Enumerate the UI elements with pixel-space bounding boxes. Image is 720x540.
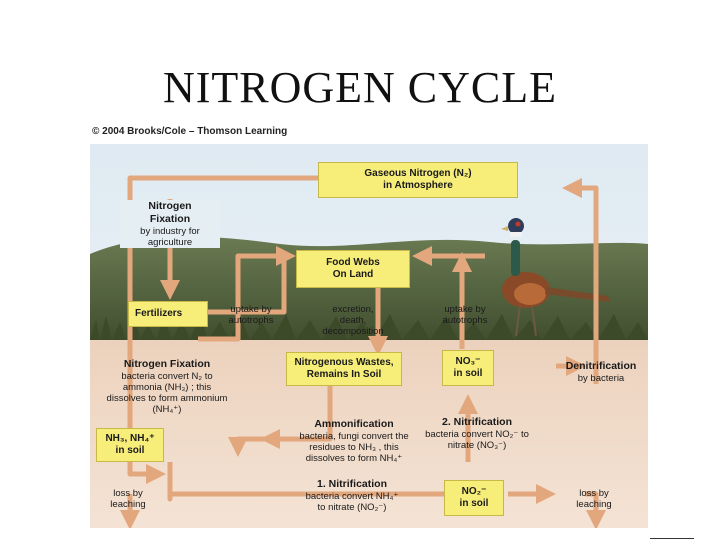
label-text: agriculture — [147, 237, 193, 248]
label-heading: 1. Nitrification — [316, 478, 387, 490]
box-text: Gaseous Nitrogen (N₂) — [364, 168, 472, 179]
label-bacterial-fixation: Nitrogen Fixation bacteria convert N₂ to… — [94, 358, 240, 415]
label-heading: Ammonification — [314, 418, 394, 430]
box-atmospheric-nitrogen: Gaseous Nitrogen (N₂) in Atmosphere — [318, 162, 518, 198]
box-food-webs: Food Webs On Land — [296, 250, 410, 288]
box-text: NO₃⁻ — [455, 356, 481, 367]
label-uptake-left: uptake by autotrophs — [218, 304, 284, 326]
label-excretion-death-decomposition: excretion, death, decomposition — [308, 304, 398, 337]
label-text: dissolves to form ammonium — [106, 393, 228, 404]
pheasant-illustration — [501, 218, 610, 337]
box-ammonia-in-soil: NH₃, NH₄⁺ in soil — [96, 428, 164, 462]
label-text: loss by — [579, 488, 609, 499]
box-text: On Land — [332, 269, 374, 280]
label-heading: Nitrogen Fixation — [123, 358, 211, 370]
label-text: bacteria convert NH₄⁺ — [305, 491, 399, 502]
label-text: to nitrate (NO₂⁻) — [317, 502, 387, 513]
label-text: death, — [339, 315, 367, 326]
label-text: bacteria convert NO₂⁻ to — [425, 429, 529, 440]
label-ammonification: Ammonification bacteria, fungi convert t… — [292, 418, 416, 464]
box-text: NO₂⁻ — [461, 486, 487, 497]
grass-blades — [90, 314, 648, 340]
label-text: uptake by — [230, 304, 272, 315]
box-text: Food Webs — [326, 257, 380, 268]
footer-divider — [650, 538, 694, 539]
label-text: leaching — [110, 499, 146, 510]
box-text: in soil — [453, 368, 483, 379]
label-text: nitrate (NO₃⁻) — [447, 440, 507, 451]
box-nitrite-in-soil: NO₂⁻ in soil — [444, 480, 504, 516]
figure-background — [90, 144, 648, 528]
box-text: Remains In Soil — [306, 369, 382, 380]
label-text: dissolves to form NH₄⁺ — [305, 453, 403, 464]
label-text: autotrophs — [442, 315, 488, 326]
copyright-notice: © 2004 Brooks/Cole – Thomson Learning — [92, 126, 288, 137]
box-nitrogenous-wastes: Nitrogenous Wastes, Remains In Soil — [286, 352, 402, 386]
label-denitrification: Denitrification by bacteria — [558, 360, 644, 384]
grassland-hills — [90, 236, 648, 344]
label-text: bacteria, fungi convert the — [299, 431, 409, 442]
box-text: in soil — [459, 498, 489, 509]
label-nitrification-1: 1. Nitrification bacteria convert NH₄⁺ t… — [296, 478, 408, 513]
label-text: leaching — [576, 499, 612, 510]
label-heading: Fixation — [149, 213, 191, 225]
box-fertilizers: Fertilizers — [128, 301, 208, 327]
box-text: in Atmosphere — [383, 180, 453, 191]
box-text: NH₃, NH₄⁺ — [105, 433, 155, 444]
label-text: excretion, — [332, 304, 374, 315]
label-text: ammonia (NH₃) ; this — [122, 382, 212, 393]
label-leaching-left: loss by leaching — [100, 488, 156, 510]
label-text: loss by — [113, 488, 143, 499]
label-text: autotrophs — [228, 315, 274, 326]
box-nitrate-in-soil: NO₃⁻ in soil — [442, 350, 494, 386]
box-text: Nitrogenous Wastes, — [294, 357, 394, 368]
label-text: decomposition — [322, 326, 384, 337]
label-heading: Nitrogen — [148, 200, 192, 212]
label-leaching-right: loss by leaching — [566, 488, 622, 510]
nitrogen-cycle-figure: Gaseous Nitrogen (N₂) in Atmosphere Nitr… — [90, 144, 648, 528]
box-text: in soil — [115, 445, 145, 456]
label-heading: 2. Nitrification — [441, 416, 512, 428]
slide-title: NITROGEN CYCLE — [162, 63, 558, 112]
label-text: by industry for — [140, 226, 200, 237]
label-nitrification-2: 2. Nitrification bacteria convert NO₂⁻ t… — [420, 416, 534, 451]
label-text: uptake by — [444, 304, 486, 315]
label-text: (NH₄⁺) — [152, 404, 182, 415]
label-uptake-right: uptake by autotrophs — [432, 304, 498, 326]
label-text: by bacteria — [577, 373, 625, 384]
label-industrial-fixation: Nitrogen Fixation by industry for agricu… — [120, 200, 220, 248]
label-heading: Denitrification — [565, 360, 637, 372]
label-text: residues to NH₃ , this — [309, 442, 399, 453]
label-text: bacteria convert N₂ to — [121, 371, 213, 382]
